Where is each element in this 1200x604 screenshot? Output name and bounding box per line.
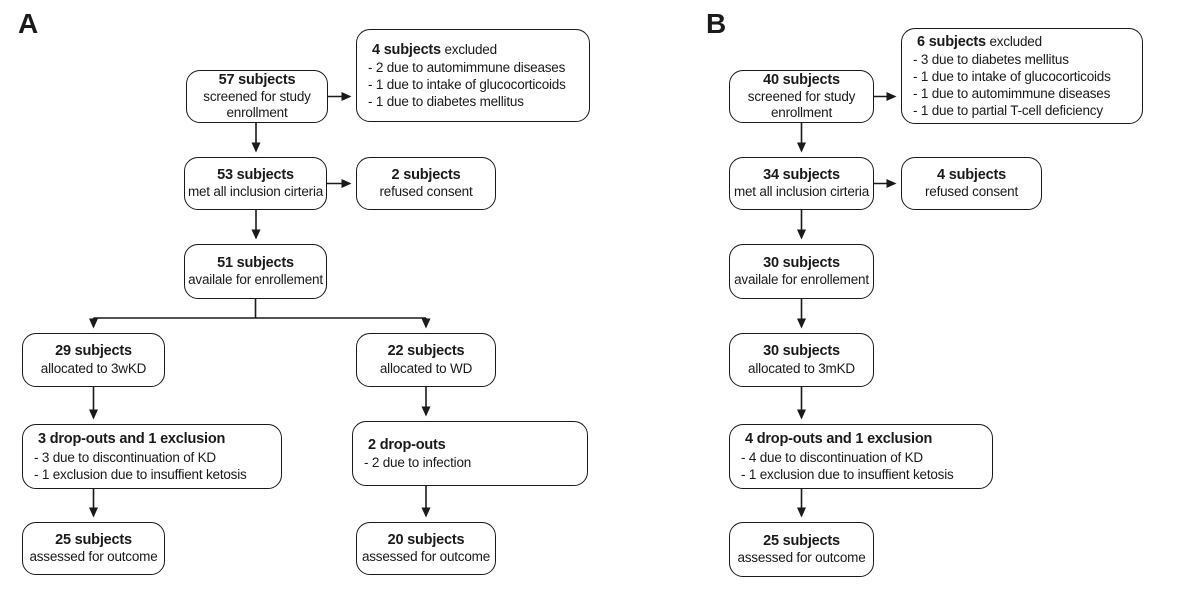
box-a-excluded: 4 subjects excluded - 2 due to automimmu… (356, 29, 590, 122)
box-b-screened-count: 40 subjects (763, 71, 840, 88)
box-a-available: 51 subjects availale for enrollement (184, 244, 327, 299)
box-a-outcome-kd: 25 subjects assessed for outcome (22, 522, 165, 575)
panel-b-label: B (706, 8, 727, 39)
box-a-outcome-kd-count: 25 subjects (55, 531, 132, 548)
box-b-excluded-title: 6 subjects excluded (917, 33, 1042, 50)
box-b-outcome: 25 subjects assessed for outcome (729, 522, 874, 577)
box-b-excluded-item4: - 1 due to partial T-cell deficiency (913, 103, 1103, 119)
box-b-screened-line2: enrollment (770, 105, 833, 121)
box-a-dropouts-kd-item1: - 3 due to discontinuation of KD (34, 449, 216, 465)
box-a-allocated-kd-line1: allocated to 3wKD (40, 360, 147, 376)
box-a-refused-line1: refused consent (379, 184, 473, 200)
box-b-dropouts-item1: - 4 due to discontinuation of KD (741, 449, 923, 465)
box-a-inclusion-line1: met all inclusion cirteria (187, 184, 324, 200)
box-a-screened-line1: screened for study (203, 89, 311, 105)
box-a-excluded-item1: - 2 due to automimmune diseases (368, 60, 566, 76)
box-b-allocated-count: 30 subjects (763, 343, 840, 360)
box-b-inclusion-count: 34 subjects (763, 166, 840, 183)
box-a-outcome-wd: 20 subjects assessed for outcome (356, 522, 496, 575)
box-a-inclusion-count: 53 subjects (217, 166, 294, 183)
box-a-excluded-title: 4 subjects excluded (372, 41, 497, 58)
box-a-available-line1: availale for enrollement (188, 272, 323, 288)
box-b-dropouts: 4 drop-outs and 1 exclusion - 4 due to d… (729, 424, 993, 489)
box-a-screened-count: 57 subjects (218, 71, 296, 88)
box-a-allocated-wd-count: 22 subjects (387, 343, 465, 360)
box-a-screened: 57 subjects screened for study enrollmen… (186, 70, 328, 123)
box-a-outcome-wd-line1: assessed for outcome (361, 549, 491, 565)
box-b-excluded-item3: - 1 due to automimmune diseases (913, 86, 1111, 102)
box-b-refused: 4 subjects refused consent (901, 157, 1042, 210)
box-b-screened: 40 subjects screened for study enrollmen… (729, 70, 874, 123)
box-a-outcome-wd-count: 20 subjects (387, 531, 465, 548)
box-b-outcome-count: 25 subjects (763, 532, 840, 549)
box-a-dropouts-wd-title: 2 drop-outs (368, 436, 446, 453)
box-b-allocated: 30 subjects allocated to 3mKD (729, 333, 874, 387)
box-a-dropouts-wd: 2 drop-outs - 2 due to infection (352, 421, 588, 486)
box-b-inclusion-line1: met all inclusion cirteria (733, 184, 870, 200)
box-a-dropouts-wd-item1: - 2 due to infection (364, 455, 472, 471)
box-a-excluded-item3: - 1 due to diabetes mellitus (368, 94, 524, 110)
box-b-inclusion: 34 subjects met all inclusion cirteria (729, 157, 874, 210)
box-b-outcome-line1: assessed for outcome (737, 550, 866, 566)
box-b-excluded: 6 subjects excluded - 3 due to diabetes … (901, 28, 1143, 124)
box-b-dropouts-item2: - 1 exclusion due to insuffient ketosis (741, 466, 954, 482)
box-a-screened-line2: enrollment (226, 105, 288, 121)
panel-a-label: A (18, 8, 39, 39)
box-a-inclusion: 53 subjects met all inclusion cirteria (184, 157, 327, 210)
box-b-dropouts-title: 4 drop-outs and 1 exclusion (745, 431, 933, 448)
box-a-dropouts-kd-title: 3 drop-outs and 1 exclusion (38, 431, 226, 448)
box-b-excluded-item1: - 3 due to diabetes mellitus (913, 52, 1069, 68)
box-a-refused: 2 subjects refused consent (356, 157, 496, 210)
box-a-allocated-wd-line1: allocated to WD (379, 360, 473, 376)
box-b-allocated-line1: allocated to 3mKD (748, 360, 855, 376)
box-b-screened-line1: screened for study (747, 89, 856, 105)
box-a-allocated-kd-count: 29 subjects (55, 343, 132, 360)
box-a-available-count: 51 subjects (217, 254, 294, 271)
box-b-refused-line1: refused consent (924, 184, 1019, 200)
box-b-available-count: 30 subjects (763, 254, 840, 271)
box-b-available: 30 subjects availale for enrollement (729, 244, 874, 299)
box-b-excluded-item2: - 1 due to intake of glucocorticoids (913, 69, 1111, 85)
box-b-available-line1: availale for enrollement (734, 272, 869, 288)
box-a-excluded-item2: - 1 due to intake of glucocorticoids (368, 77, 566, 93)
box-a-allocated-wd: 22 subjects allocated to WD (356, 333, 496, 387)
box-a-dropouts-kd: 3 drop-outs and 1 exclusion - 3 due to d… (22, 424, 282, 489)
box-a-outcome-kd-line1: assessed for outcome (29, 549, 158, 565)
box-a-dropouts-kd-item2: - 1 exclusion due to insuffient ketosis (34, 466, 247, 482)
box-b-refused-count: 4 subjects (937, 166, 1006, 183)
box-a-refused-count: 2 subjects (391, 166, 461, 183)
box-a-allocated-kd: 29 subjects allocated to 3wKD (22, 333, 165, 387)
